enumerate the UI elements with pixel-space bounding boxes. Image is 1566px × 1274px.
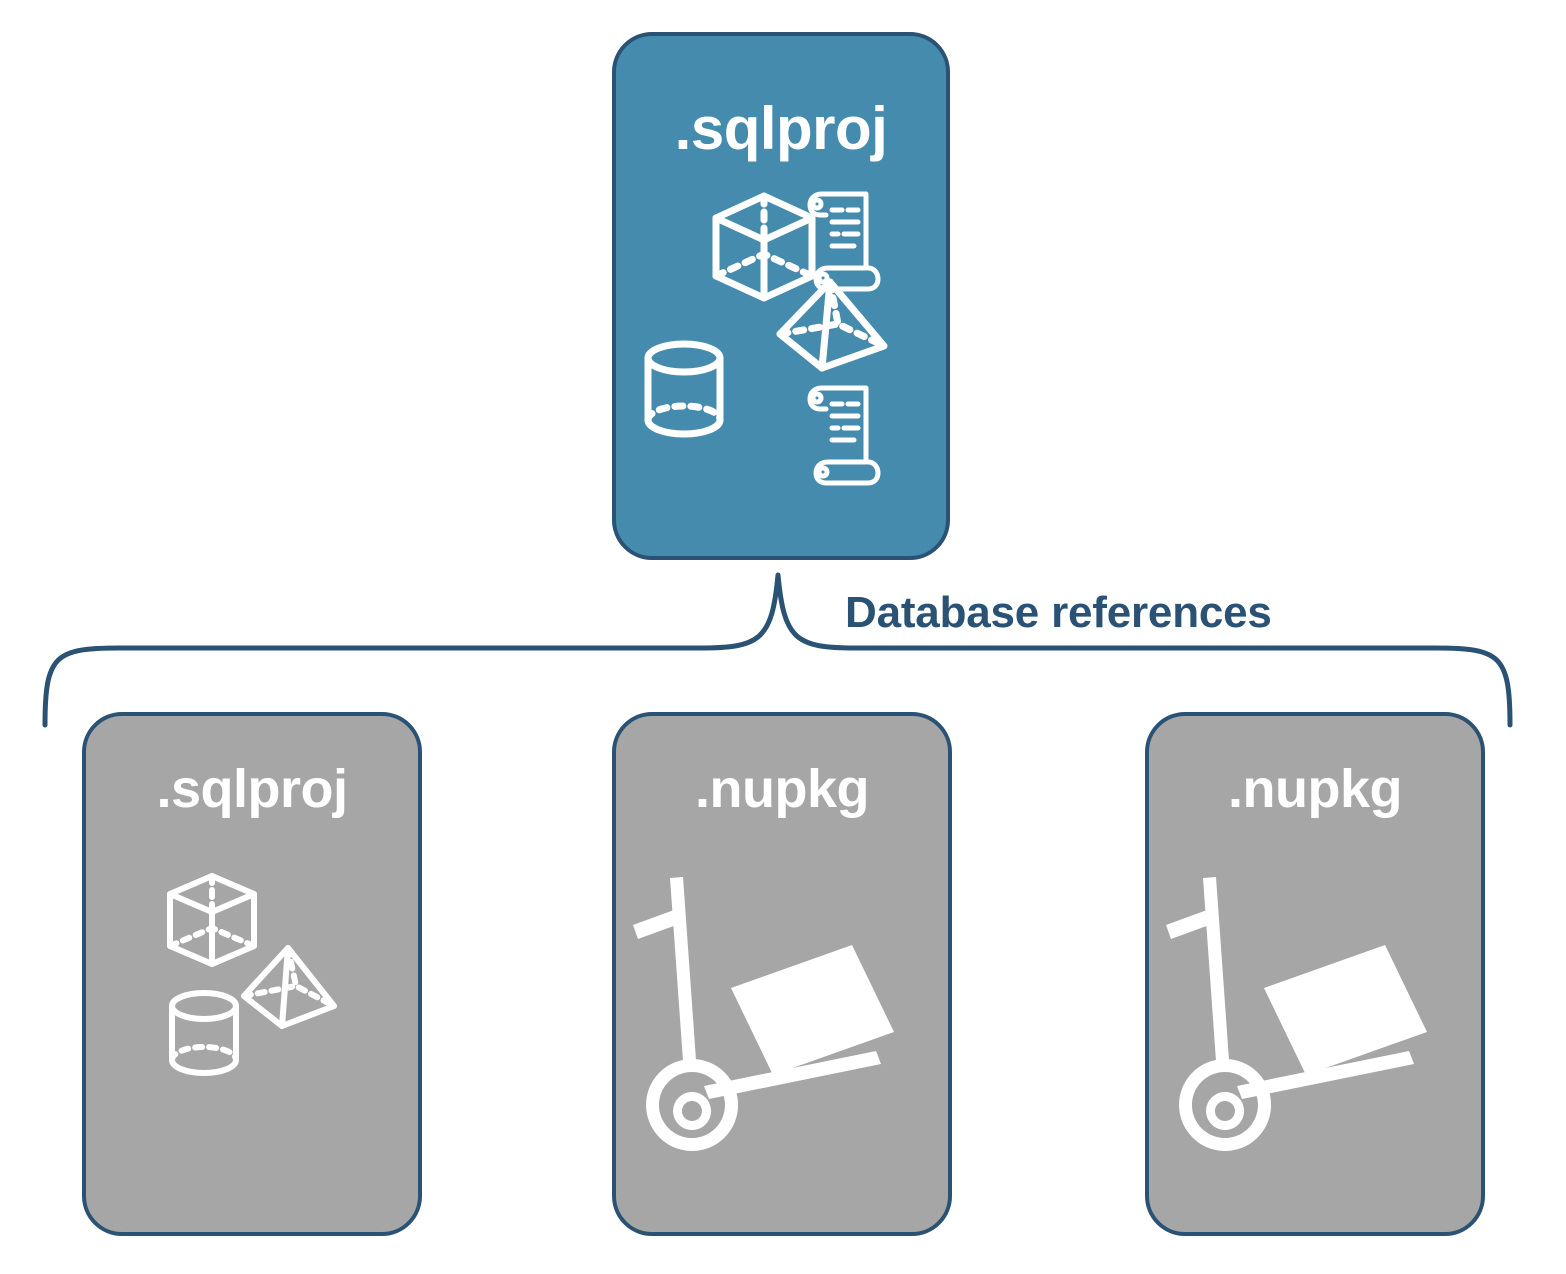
nupkg-card-2[interactable]: .nupkg — [1145, 712, 1485, 1236]
nupkg-card-2-title: .nupkg — [1228, 759, 1402, 819]
cube-icon — [167, 873, 257, 967]
nupkg-card-1[interactable]: .nupkg — [612, 712, 952, 1236]
database-references-label: Database references — [845, 588, 1272, 637]
cylinder-icon — [169, 990, 239, 1076]
nupkg-card-2-icons — [1149, 856, 1481, 1156]
database-references-bracket — [42, 572, 1513, 728]
top-sqlproj-card-title: .sqlproj — [674, 95, 888, 162]
bottom-sqlproj-card-title: .sqlproj — [156, 759, 348, 819]
nupkg-card-1-icons — [616, 856, 948, 1156]
scroll-icon — [807, 191, 881, 292]
hand-truck-package-icon — [633, 877, 894, 1151]
hand-truck-package-icon — [1166, 877, 1427, 1151]
bottom-sqlproj-card-icons — [86, 866, 418, 1096]
pyramid-icon — [776, 278, 888, 372]
bottom-sqlproj-card[interactable]: .sqlproj — [82, 712, 422, 1236]
top-sqlproj-card[interactable]: .sqlproj — [612, 32, 950, 560]
cylinder-icon — [644, 340, 724, 438]
cube-icon — [712, 192, 816, 302]
scroll-icon — [807, 385, 881, 486]
pyramid-icon — [241, 945, 337, 1029]
top-sqlproj-card-icons — [616, 176, 946, 486]
nupkg-card-1-title: .nupkg — [695, 759, 869, 819]
